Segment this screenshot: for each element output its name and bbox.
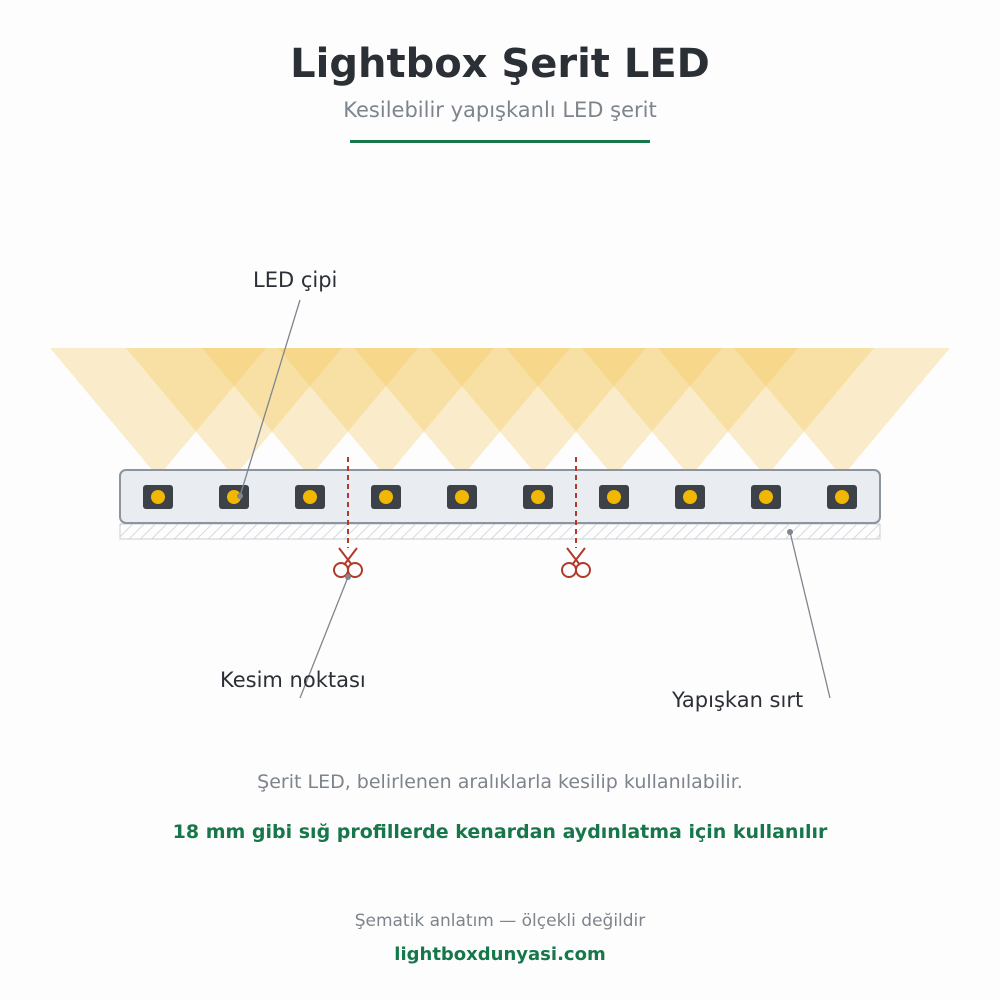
- page-title: Lightbox Şerit LED: [290, 41, 710, 87]
- leader-adhesive-dot: [787, 529, 793, 535]
- leader-lines: [237, 299, 831, 699]
- callout-cut-point: Kesim noktası: [220, 668, 366, 692]
- scissors-icon: [333, 547, 363, 578]
- led-light-dot: [455, 490, 469, 504]
- light-beams: [50, 348, 950, 477]
- light-beam: [734, 348, 950, 477]
- leader-led-chip: [239, 299, 301, 497]
- page-subtitle: Kesilebilir yapışkanlı LED şerit: [343, 98, 657, 122]
- light-beam: [430, 348, 646, 477]
- light-beam: [582, 348, 798, 477]
- led-chips: [143, 485, 857, 509]
- light-beam: [278, 348, 494, 477]
- cut-mark: [333, 457, 363, 578]
- led-light-dot: [227, 490, 241, 504]
- adhesive-backing: [119, 523, 881, 540]
- light-beam: [354, 348, 570, 477]
- scissors-icon: [561, 547, 591, 578]
- cut-marks: [333, 457, 591, 578]
- light-beam: [202, 348, 418, 477]
- led-light-dot: [683, 490, 697, 504]
- light-beam: [50, 348, 266, 477]
- led-light-dot: [531, 490, 545, 504]
- light-beam: [658, 348, 874, 477]
- info-note: Şerit LED, belirlenen aralıklarla kesili…: [257, 771, 743, 793]
- led-strip-body: [119, 469, 881, 524]
- leader-cut-point-dot: [345, 574, 351, 580]
- led-light-dot: [151, 490, 165, 504]
- leader-adhesive: [789, 531, 831, 699]
- led-light-dot: [303, 490, 317, 504]
- led-light-dot: [607, 490, 621, 504]
- leader-cut-point: [299, 576, 349, 699]
- callout-led-chip: LED çipi: [253, 268, 338, 292]
- led-light-dot: [759, 490, 773, 504]
- led-light-dot: [379, 490, 393, 504]
- highlight-note: 18 mm gibi sığ profillerde kenardan aydı…: [172, 821, 828, 843]
- title-underline: [350, 140, 650, 143]
- leader-led-chip-dot: [237, 493, 243, 499]
- led-light-dot: [835, 490, 849, 504]
- callout-adhesive-back: Yapışkan sırt: [672, 688, 804, 712]
- disclaimer: Şematik anlatım — ölçekli değildir: [354, 911, 646, 931]
- light-beam: [126, 348, 342, 477]
- website-link[interactable]: lightboxdunyasi.com: [394, 944, 606, 965]
- cut-mark: [561, 457, 591, 578]
- light-beam: [506, 348, 722, 477]
